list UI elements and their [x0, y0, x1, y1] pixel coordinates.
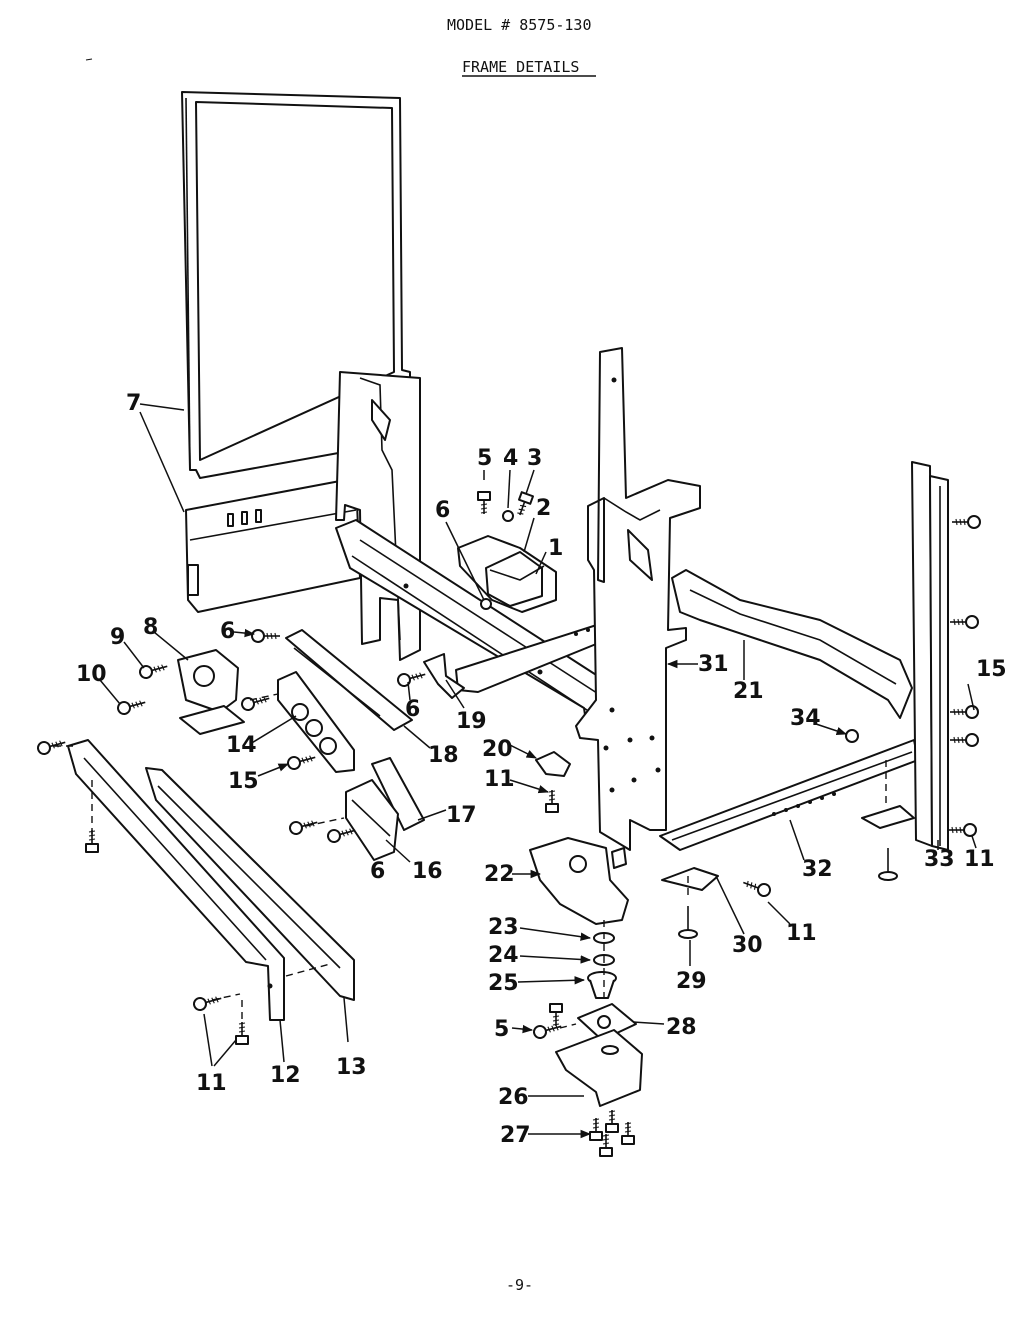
screw-28	[549, 1003, 563, 1027]
callout-15-right: 15	[976, 657, 1007, 682]
callout-8: 8	[143, 615, 158, 640]
callout-2: 2	[536, 496, 551, 521]
callout-6-top: 6	[435, 498, 450, 523]
callout-7: 7	[126, 391, 141, 416]
callout-12: 12	[270, 1063, 301, 1088]
screw-33-e	[947, 823, 977, 837]
callout-23: 23	[488, 915, 519, 940]
callout-33: 33	[924, 847, 955, 872]
callout-19: 19	[456, 709, 487, 734]
screw-6-mid	[251, 629, 281, 643]
bracket-part-12	[67, 739, 285, 1021]
screw-5-top	[477, 491, 491, 515]
callout-11-low: 11	[196, 1071, 227, 1096]
clip-part-20	[535, 751, 571, 777]
screw-6-bracket	[480, 598, 492, 610]
screw-3	[513, 491, 535, 518]
callout-3: 3	[527, 446, 542, 471]
clip-part-19	[423, 653, 465, 699]
page-number: -9-	[506, 1276, 533, 1294]
screw-27-b	[605, 1109, 619, 1133]
right-upright-part-31	[575, 347, 701, 851]
callout-1: 1	[548, 536, 563, 561]
callout-9: 9	[110, 625, 125, 650]
latch-part-8	[177, 649, 245, 735]
callout-25: 25	[488, 971, 519, 996]
callout-21: 21	[733, 679, 764, 704]
screw-34	[845, 729, 859, 743]
callout-28: 28	[666, 1015, 697, 1040]
screw-27-a	[589, 1117, 603, 1141]
base-plate-part-26	[555, 1029, 643, 1107]
callout-4: 4	[503, 446, 518, 471]
callout-22: 22	[484, 862, 515, 887]
callout-34: 34	[790, 706, 821, 731]
callout-13: 13	[336, 1055, 367, 1080]
screw-11-right	[740, 875, 773, 899]
callout-10: 10	[76, 662, 107, 687]
callout-11-mid: 11	[484, 767, 515, 792]
screw-left-b	[287, 815, 320, 837]
screw-left-c	[35, 735, 68, 757]
leveling-foot-right	[861, 805, 915, 881]
screw-9	[137, 659, 170, 681]
screw-5-low	[531, 1019, 564, 1041]
bracket-part-18	[285, 629, 413, 731]
leader-lines	[99, 403, 977, 1139]
foot-bracket-part-30	[661, 867, 719, 891]
callout-11-right: 11	[964, 847, 995, 872]
screw-33-b	[949, 615, 979, 629]
screw-left-a	[239, 691, 272, 713]
bottom-rail-part-32	[659, 739, 919, 851]
callout-16: 16	[412, 859, 443, 884]
callout-6-left: 6	[220, 619, 235, 644]
callout-5-low: 5	[494, 1017, 509, 1042]
callout-11-foot: 11	[786, 921, 817, 946]
callout-6-mid: 6	[405, 697, 420, 722]
callout-31: 31	[698, 652, 729, 677]
screw-11-mid	[545, 789, 559, 813]
screw-11-low-a	[191, 991, 224, 1013]
leveling-foot-part-29	[678, 906, 698, 939]
screw-6-right	[395, 667, 428, 689]
screw-11-low-b	[235, 1021, 249, 1045]
callout-26: 26	[498, 1085, 529, 1110]
callout-17: 17	[446, 803, 477, 828]
screw-33-a	[951, 515, 981, 529]
model-number: MODEL # 8575-130	[447, 16, 592, 34]
callout-14: 14	[226, 733, 257, 758]
small-bracket-part-2	[457, 535, 557, 613]
callout-20: 20	[482, 737, 513, 762]
nut-4	[502, 510, 514, 522]
bushing-part-25	[587, 971, 617, 999]
top-rail-part-21	[671, 569, 913, 719]
screw-15-left	[285, 750, 318, 772]
plate-part-28	[577, 1003, 637, 1041]
hinge-part-22	[529, 837, 629, 925]
callout-29: 29	[676, 969, 707, 994]
screw-10	[115, 695, 148, 717]
right-rail-part-33	[911, 461, 949, 851]
bracket-part-13	[145, 767, 355, 1001]
callout-6-low: 6	[370, 859, 385, 884]
callout-32: 32	[802, 857, 833, 882]
callout-30: 30	[732, 933, 763, 958]
clamp-part-16	[345, 779, 399, 861]
callout-5: 5	[477, 446, 492, 471]
assembly-lines	[54, 693, 887, 1029]
stray-mark	[85, 58, 93, 61]
callout-18: 18	[428, 743, 459, 768]
screw-27-c	[621, 1121, 635, 1145]
page-title: FRAME DETAILS	[462, 58, 579, 76]
callout-24: 24	[488, 943, 519, 968]
screw-33-d	[949, 733, 979, 747]
callout-27: 27	[500, 1123, 531, 1148]
callout-labels: 1 2 3 4 5 6 7 8 9 10 6 14 15 6 19 18 17 …	[76, 391, 1007, 1148]
callout-15-left: 15	[228, 769, 259, 794]
